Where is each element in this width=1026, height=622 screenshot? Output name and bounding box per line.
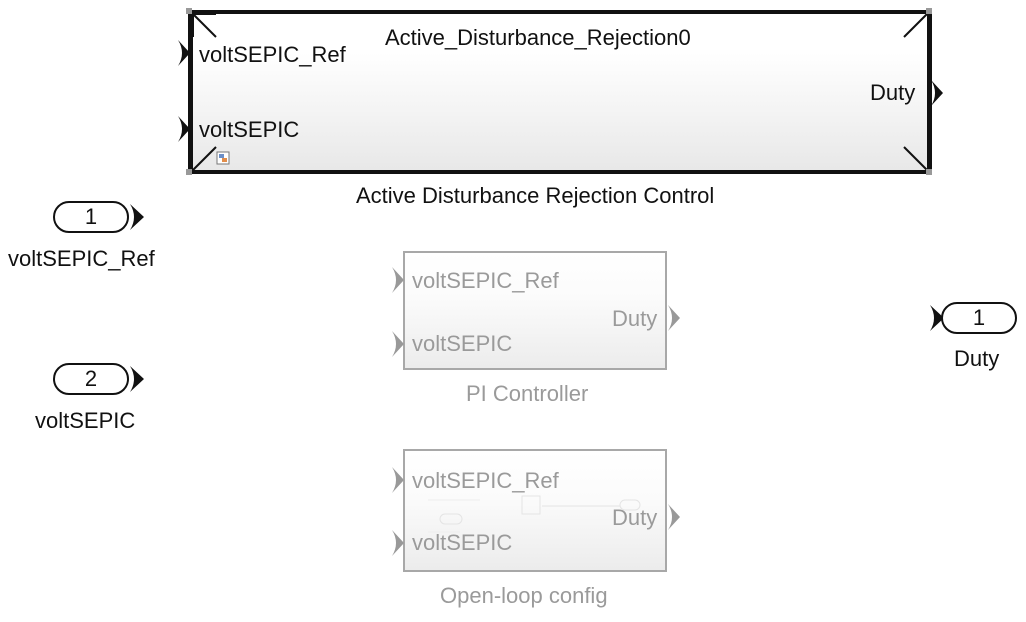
adrc-subsystem-block[interactable] [188, 10, 932, 174]
adrc-input-label-volt: voltSEPIC [199, 117, 300, 142]
adrc-input-label-ref: voltSEPIC_Ref [199, 42, 346, 67]
openloop-output-port[interactable] [666, 502, 686, 532]
resize-handle[interactable] [186, 8, 192, 14]
pi-input-label-volt: voltSEPIC [412, 331, 513, 356]
resize-handle[interactable] [926, 169, 932, 175]
adrc-output-label-duty: Duty [870, 80, 916, 105]
adrc-output-port[interactable] [929, 78, 949, 108]
outport-1-arrow [930, 305, 944, 331]
outport-1-label: Duty [954, 346, 1000, 371]
resize-handle[interactable] [926, 8, 932, 14]
adrc-block-caption: Active Disturbance Rejection Control [356, 183, 715, 208]
inport-1-arrow [130, 204, 144, 230]
pi-input-port-2[interactable] [390, 329, 410, 359]
block-corner-marks [192, 13, 928, 171]
pi-output-port[interactable] [666, 303, 686, 333]
openloop-output-label-duty: Duty [612, 505, 658, 530]
openloop-input-label-volt: voltSEPIC [412, 530, 513, 555]
inport-2-number: 2 [84, 366, 98, 391]
outport-1[interactable]: 1 [941, 302, 1017, 334]
pi-controller-block[interactable] [403, 251, 667, 370]
pi-input-port-1[interactable] [390, 265, 410, 295]
openloop-input-label-ref: voltSEPIC_Ref [412, 468, 559, 493]
library-link-icon [216, 151, 230, 165]
inport-1[interactable]: 1 [53, 201, 129, 233]
openloop-input-port-2[interactable] [390, 528, 410, 558]
openloop-input-port-1[interactable] [390, 465, 410, 495]
inport-2-label: voltSEPIC [35, 408, 136, 433]
pi-block-caption: PI Controller [466, 381, 589, 406]
openloop-preview-thumbnail [428, 495, 641, 533]
inport-1-label: voltSEPIC_Ref [8, 246, 155, 271]
adrc-input-port-2[interactable] [176, 114, 196, 144]
adrc-input-port-1[interactable] [176, 38, 196, 68]
inport-1-number: 1 [84, 204, 98, 229]
pi-input-label-ref: voltSEPIC_Ref [412, 268, 559, 293]
openloop-block[interactable] [403, 449, 667, 572]
inport-2[interactable]: 2 [53, 363, 129, 395]
openloop-block-caption: Open-loop config [440, 583, 608, 608]
adrc-block-title: Active_Disturbance_Rejection0 [385, 25, 691, 50]
inport-2-arrow [130, 366, 144, 392]
outport-1-number: 1 [972, 305, 986, 330]
pi-output-label-duty: Duty [612, 306, 658, 331]
resize-handle[interactable] [186, 169, 192, 175]
